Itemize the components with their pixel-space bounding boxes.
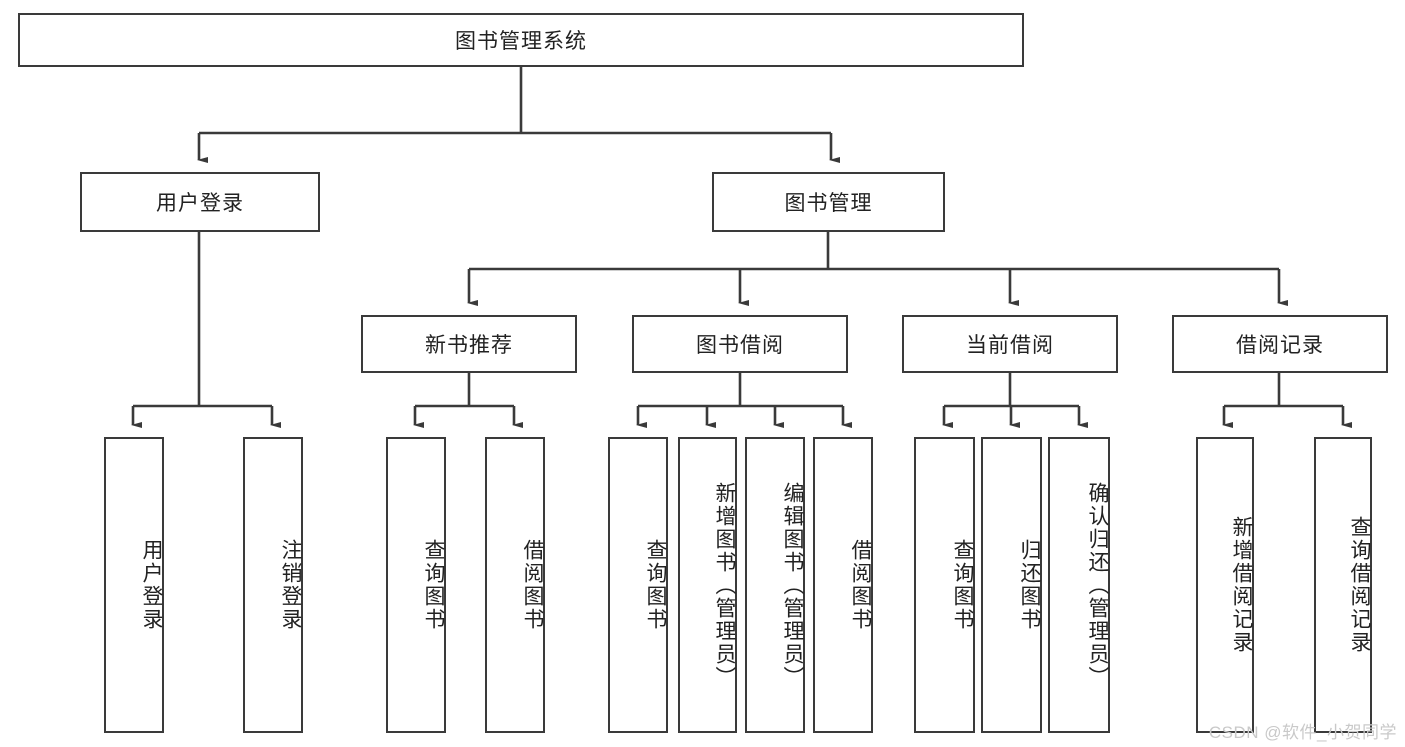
leaf-new-book-borrow[interactable]: 借阅图书 — [485, 437, 545, 733]
leaf-label: 查询图书 — [644, 539, 667, 631]
leaf-current-borrow-query[interactable]: 查询图书 — [914, 437, 975, 733]
leaf-book-borrow-query[interactable]: 查询图书 — [608, 437, 668, 733]
leaf-label: 查询图书 — [951, 539, 974, 631]
leaf-new-book-query[interactable]: 查询图书 — [386, 437, 446, 733]
leaf-current-borrow-return[interactable]: 归还图书 — [981, 437, 1042, 733]
leaf-label: 归还图书 — [1018, 539, 1041, 631]
node-new-book-recommend[interactable]: 新书推荐 — [361, 315, 577, 373]
leaf-borrow-record-add[interactable]: 新增借阅记录 — [1196, 437, 1254, 733]
leaf-label: 用户登录 — [140, 539, 163, 631]
csdn-watermark: CSDN @软件_小贺同学 — [1208, 723, 1397, 742]
leaf-book-borrow-edit[interactable]: 编辑图书（管理员） — [745, 437, 805, 733]
leaf-label: 新增借阅记录 — [1230, 516, 1253, 654]
leaf-current-borrow-confirm-return[interactable]: 确认归还（管理员） — [1048, 437, 1110, 733]
node-current-borrow[interactable]: 当前借阅 — [902, 315, 1118, 373]
node-borrow-record[interactable]: 借阅记录 — [1172, 315, 1388, 373]
leaf-label: 查询借阅记录 — [1348, 516, 1371, 654]
leaf-label: 借阅图书 — [849, 539, 872, 631]
leaf-label: 查询图书 — [422, 539, 445, 631]
leaf-label: 新增图书（管理员） — [713, 481, 736, 689]
leaf-label: 编辑图书（管理员） — [781, 481, 804, 689]
leaf-label: 注销登录 — [279, 539, 302, 631]
leaf-user-login-logout[interactable]: 注销登录 — [243, 437, 303, 733]
leaf-borrow-record-query[interactable]: 查询借阅记录 — [1314, 437, 1372, 733]
leaf-user-login-login[interactable]: 用户登录 — [104, 437, 164, 733]
leaf-label: 确认归还（管理员） — [1086, 481, 1109, 689]
node-book-borrow[interactable]: 图书借阅 — [632, 315, 848, 373]
node-user-login[interactable]: 用户登录 — [80, 172, 320, 232]
leaf-book-borrow-borrow[interactable]: 借阅图书 — [813, 437, 873, 733]
leaf-label: 借阅图书 — [521, 539, 544, 631]
leaf-book-borrow-add[interactable]: 新增图书（管理员） — [678, 437, 737, 733]
node-root-system[interactable]: 图书管理系统 — [18, 13, 1024, 67]
node-book-management[interactable]: 图书管理 — [712, 172, 945, 232]
